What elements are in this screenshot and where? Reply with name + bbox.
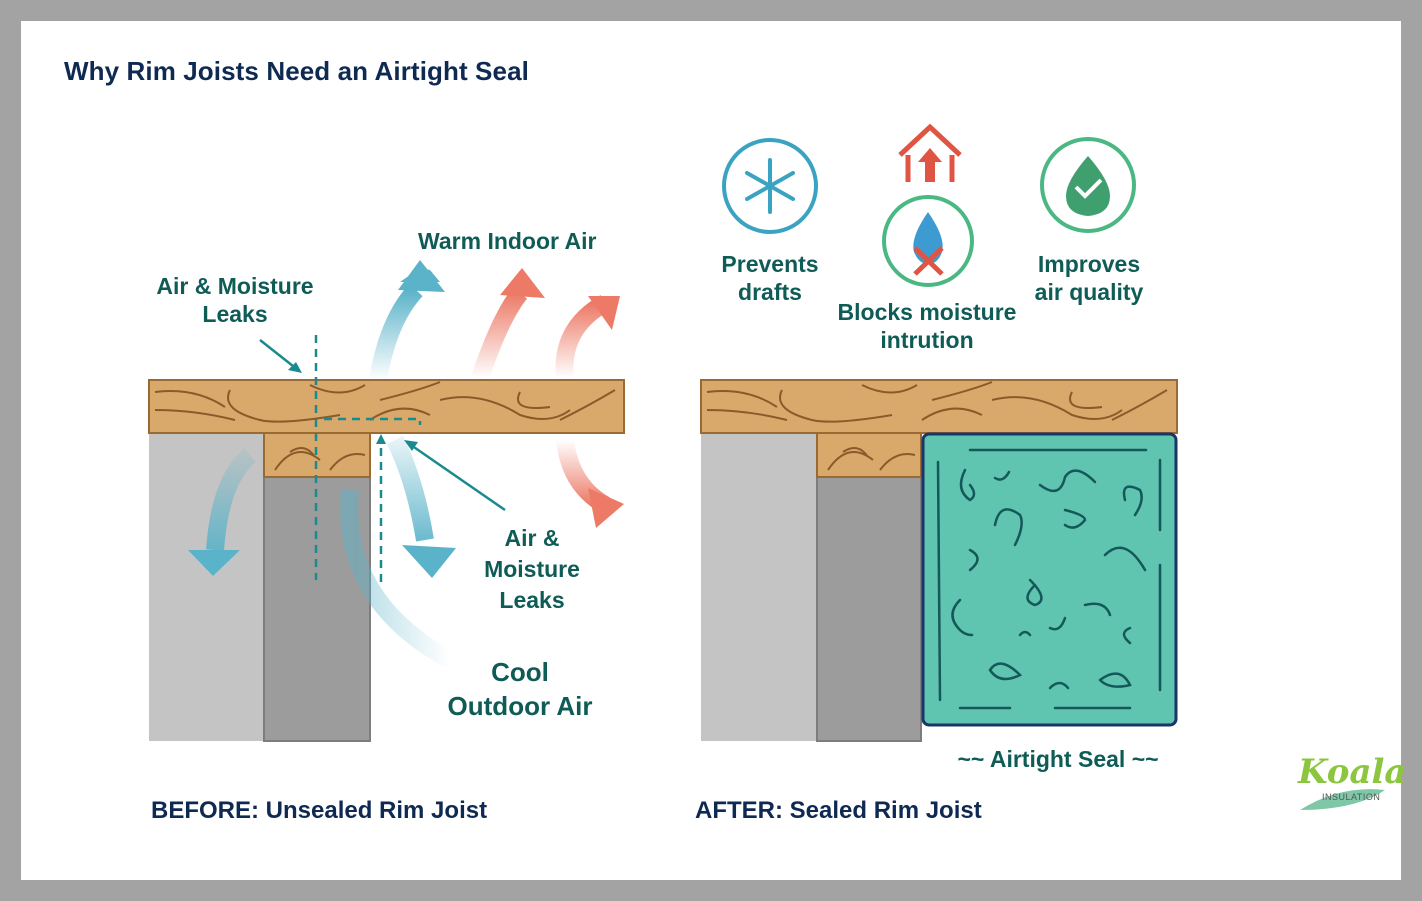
house-up-arrow-icon — [898, 123, 962, 182]
rim-joist-board — [700, 379, 1178, 434]
water-drop-blocked-icon — [882, 195, 974, 287]
before-diagram — [148, 260, 625, 742]
label-cool-outdoor-air: Cool Outdoor Air — [447, 657, 593, 721]
after-diagram — [700, 379, 1178, 742]
label-air-moisture-leaks-top: Air & Moisture Leaks — [156, 273, 314, 327]
page-title: Why Rim Joists Need an Airtight Seal — [64, 56, 529, 86]
benefit-blocks-moisture: Blocks moisture intrution — [837, 299, 1017, 353]
logo-leaf-icon — [1300, 789, 1385, 810]
koala-insulation-logo: Koala INSULATION — [1278, 752, 1406, 822]
foundation-wall-light — [149, 433, 264, 741]
snowflake-icon — [722, 138, 818, 234]
label-airtight-seal: ~~ Airtight Seal ~~ — [957, 746, 1159, 772]
caption-before: BEFORE: Unsealed Rim Joist — [151, 797, 488, 824]
label-air-moisture-leaks-right: Air & Moisture Leaks — [484, 525, 580, 613]
logo-wordmark: Koala — [1298, 752, 1407, 792]
logo-subtitle: INSULATION — [1322, 792, 1381, 802]
caption-after: AFTER: Sealed Rim Joist — [695, 797, 982, 824]
foundation-wall-dark — [816, 476, 922, 742]
drop-check-icon — [1040, 137, 1136, 233]
rim-joist-board — [148, 379, 625, 434]
label-warm-indoor-air: Warm Indoor Air — [418, 228, 597, 254]
spray-foam-seal — [921, 432, 1178, 727]
benefit-improves-air-quality: Improves air quality — [1034, 251, 1144, 305]
foundation-wall-light — [701, 433, 817, 741]
benefit-prevents-drafts: Prevents drafts — [721, 251, 819, 305]
